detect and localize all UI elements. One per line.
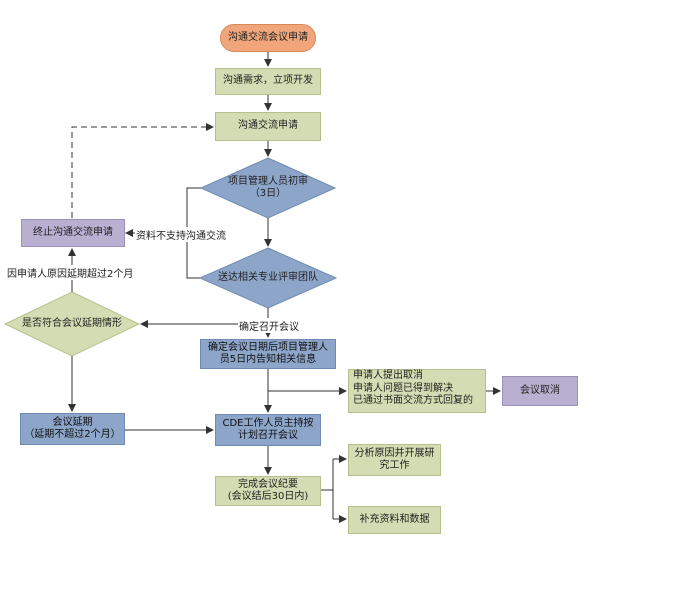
- notify-box: 确定会议日期后项目管理人 员5日内告知相关信息: [200, 339, 336, 369]
- need-dev-box: 沟通需求，立项开发: [215, 68, 321, 95]
- notify-line1: 确定会议日期后项目管理人: [208, 341, 328, 353]
- cancel-reason-1: 申请人提出取消: [353, 370, 423, 381]
- not-supported-label: 资料不支持沟通交流: [135, 227, 227, 242]
- cancel-reasons-box: 申请人提出取消 申请人问题已得到解决 已通过书面交流方式回复的: [348, 369, 486, 413]
- cancel-reason-2: 申请人问题已得到解决: [353, 382, 453, 394]
- cancel-box: 会议取消: [502, 376, 578, 406]
- send-team-diamond: [198, 247, 338, 309]
- notify-line2: 员5日内告知相关信息: [219, 354, 317, 365]
- minutes-box: 完成会议纪要 (会议结后30日内): [215, 476, 321, 506]
- analysis-box: 分析原因并开展研 究工作: [348, 444, 441, 476]
- delay-line1: 会议延期: [52, 416, 93, 428]
- cde-host-line2: 计划召开会议: [238, 430, 298, 441]
- start-node: 沟通交流会议申请: [220, 24, 316, 52]
- minutes-line2: (会议结后30日内): [227, 491, 309, 502]
- analysis-line1: 分析原因并开展研: [354, 447, 435, 459]
- delay-box: 会议延期 （延期不超过2个月）: [20, 413, 125, 445]
- apply-box: 沟通交流申请: [215, 112, 321, 141]
- minutes-line1: 完成会议纪要: [238, 478, 298, 490]
- extend-check-diamond: [3, 291, 141, 357]
- supplement-box: 补充资料和数据: [348, 506, 441, 534]
- cde-host-box: CDE工作人员主持按 计划召开会议: [215, 414, 321, 446]
- initial-review-diamond: [199, 157, 337, 219]
- over-2-months-label: 因申请人原因延期超过2个月: [6, 265, 135, 280]
- confirm-meeting-label: 确定召开会议: [238, 318, 300, 333]
- terminate-box: 终止沟通交流申请: [21, 219, 125, 247]
- cde-host-line1: CDE工作人员主持按: [222, 417, 314, 429]
- delay-line2: （延期不超过2个月）: [24, 429, 121, 440]
- cancel-reason-3: 已通过书面交流方式回复的: [353, 395, 473, 406]
- analysis-line2: 究工作: [379, 460, 410, 471]
